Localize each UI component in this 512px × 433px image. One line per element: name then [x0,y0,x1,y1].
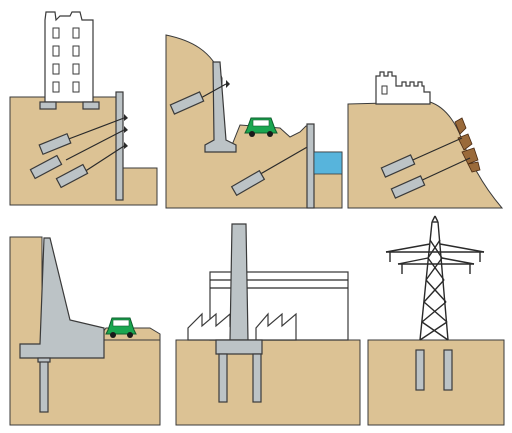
panel-building-retaining-wall [9,11,158,206]
piles [415,349,453,391]
water [313,151,343,175]
factory [187,271,349,341]
panel-gravity-wall-with-pile [9,236,161,426]
ground-anchors [380,137,471,199]
retaining-wall [204,61,237,153]
lattice-tower [385,215,485,341]
panel-road-cut-slope [165,34,343,209]
sheet-pile-wall [306,123,315,209]
l-shaped-retaining-wall [19,237,105,359]
ground-anchors [29,114,128,189]
panel-transmission-tower-foundation [367,215,505,426]
pile [39,359,49,413]
building [39,11,100,110]
chimney [215,223,263,355]
castle [375,71,431,105]
car [244,117,278,137]
sheet-pile-wall [115,91,124,201]
car [105,317,137,338]
panel-chimney-foundation [175,223,361,426]
ground [367,339,505,426]
panel-castle-cliff-stabilization [347,71,504,209]
ground [175,339,361,426]
piles [218,353,262,403]
